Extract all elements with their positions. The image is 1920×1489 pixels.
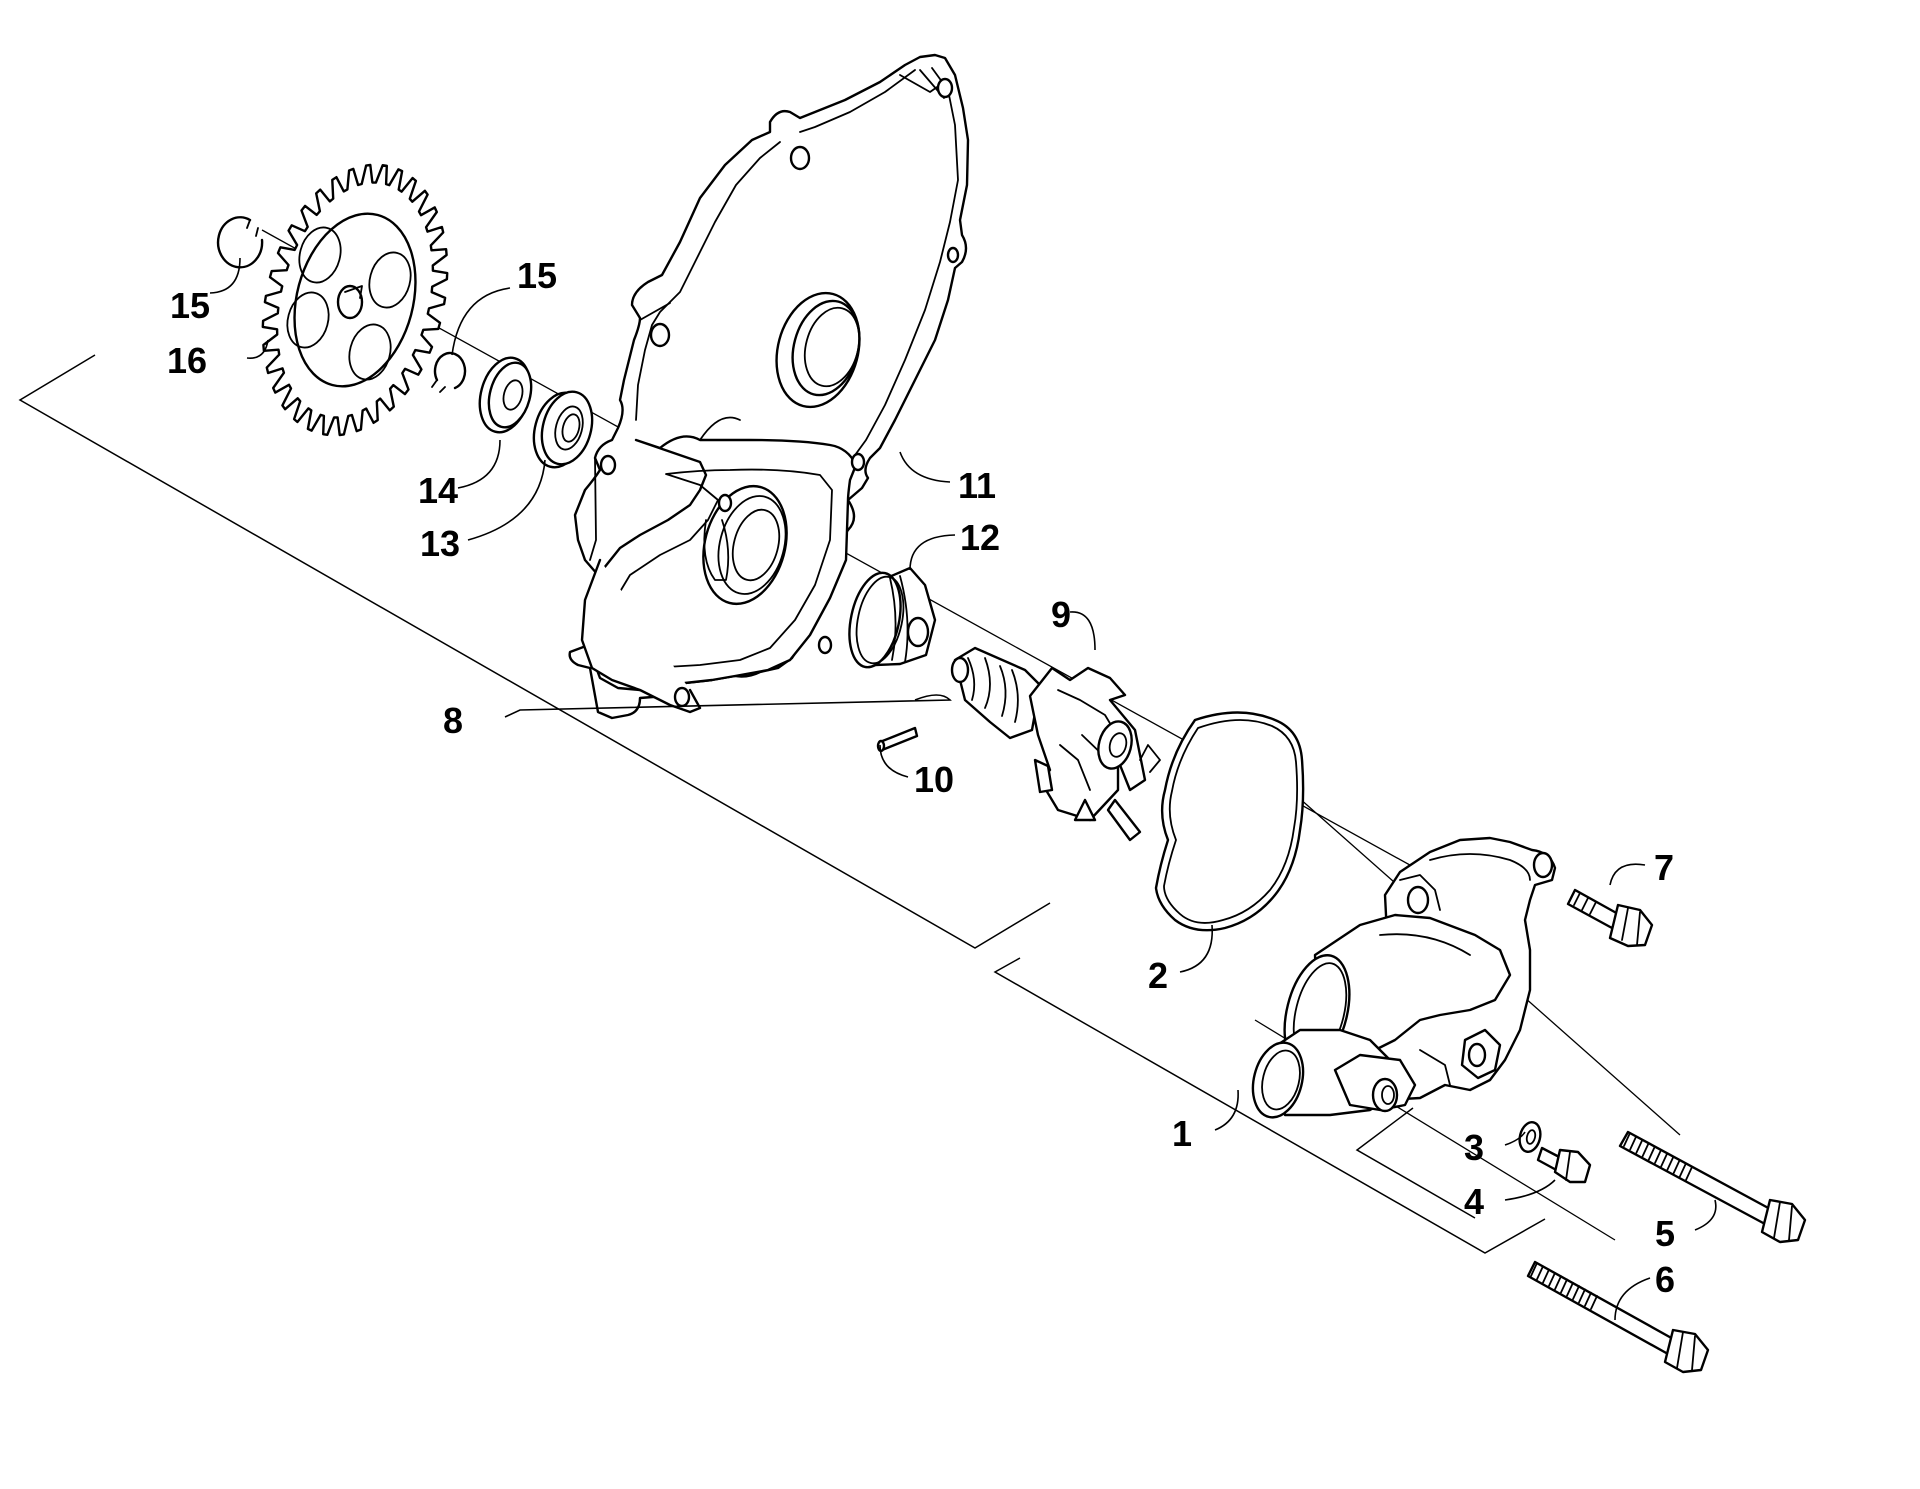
snap-ring-inner-icon <box>431 351 467 393</box>
assembly-bracket-8 <box>18 354 1051 949</box>
bolt-long-icon <box>1618 1130 1807 1244</box>
callout-12: 12 <box>960 517 1000 558</box>
callout-14: 14 <box>418 470 458 511</box>
callout-16: 16 <box>167 340 207 381</box>
pump-housing-icon <box>1251 836 1557 1119</box>
callout-11: 11 <box>958 465 996 506</box>
bolt-short-icon <box>1566 888 1654 948</box>
mechanical-seal-icon <box>848 566 937 669</box>
assembly-bracket-3-4 <box>1355 1107 1476 1219</box>
gear-icon <box>261 163 449 437</box>
small-washer-icon <box>1518 1121 1542 1153</box>
callout-2: 2 <box>1148 955 1168 996</box>
bleed-bolt-icon <box>1536 1146 1592 1184</box>
leader-lines <box>209 257 1717 1321</box>
pump-cover-icon <box>568 53 970 720</box>
callout-13: 13 <box>420 523 460 564</box>
callout-4: 4 <box>1464 1181 1484 1222</box>
o-ring-icon <box>1154 711 1305 932</box>
oil-seal-icon <box>532 390 594 469</box>
bolt-long-lower-icon <box>1526 1260 1710 1374</box>
snap-ring-outer-icon <box>216 216 264 269</box>
callout-5: 5 <box>1655 1213 1675 1254</box>
washer-icon <box>478 356 533 434</box>
callout-labels: 15 15 16 14 13 11 12 9 10 8 7 2 1 3 4 5 … <box>167 255 1675 1300</box>
pin-icon <box>876 726 919 753</box>
callout-15-inner: 15 <box>517 255 557 296</box>
callout-6: 6 <box>1655 1259 1675 1300</box>
callout-1: 1 <box>1172 1113 1192 1154</box>
impeller-shaft-icon <box>950 646 1161 842</box>
callout-15-outer: 15 <box>170 285 210 326</box>
callout-3: 3 <box>1464 1127 1484 1168</box>
callout-7: 7 <box>1654 847 1674 888</box>
assembly-bracket-1 <box>993 957 1546 1254</box>
callout-9: 9 <box>1051 594 1071 635</box>
callout-10: 10 <box>914 759 954 800</box>
callout-8: 8 <box>443 700 463 741</box>
